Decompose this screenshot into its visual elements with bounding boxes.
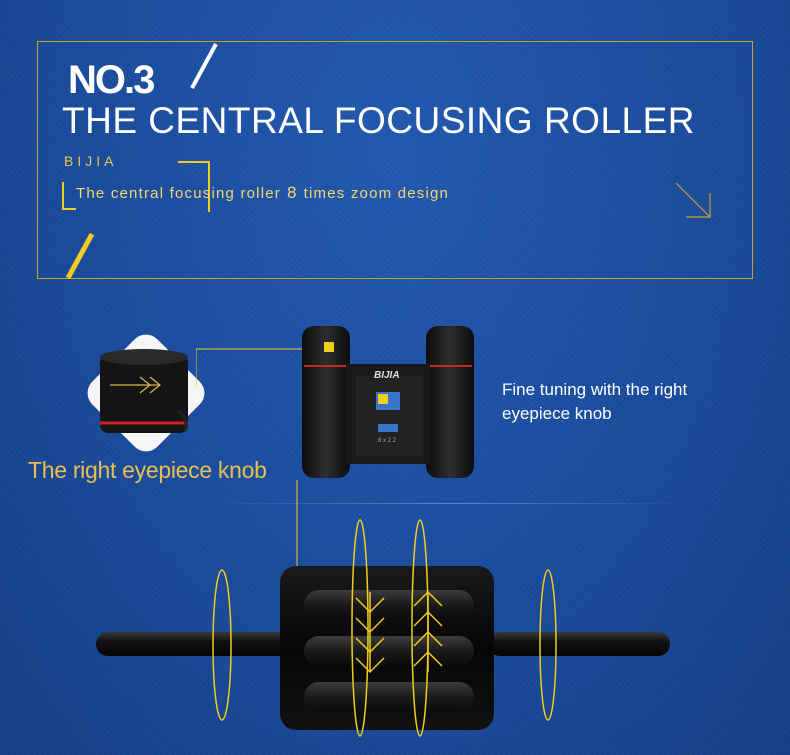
subtitle-part2: times zoom design bbox=[303, 185, 450, 202]
focus-roller-illustration bbox=[96, 480, 670, 737]
arrow-down-right-icon bbox=[675, 182, 711, 218]
knob-label: The right eyepiece knob bbox=[28, 457, 267, 483]
bracket-right bbox=[178, 161, 210, 212]
slash-decoration-top bbox=[190, 43, 218, 89]
binoculars-image: BIJIA 8 x 2 2 bbox=[302, 326, 474, 478]
header-frame bbox=[37, 41, 753, 279]
divider bbox=[210, 503, 690, 504]
subtitle-part1: The central focusing roller bbox=[76, 185, 281, 202]
eyepiece-knob-closeup bbox=[87, 334, 205, 452]
subtitle-number: 8 bbox=[286, 183, 298, 202]
bracket-left bbox=[62, 182, 76, 210]
binocular-brand-text: BIJIA bbox=[374, 370, 400, 381]
brand-label: BIJIA bbox=[64, 153, 118, 169]
section-number: NO.3 bbox=[68, 58, 155, 102]
chevron-up-icon bbox=[413, 590, 443, 672]
slash-decoration-bottom bbox=[65, 232, 95, 280]
chevron-down-icon bbox=[355, 592, 385, 674]
fine-tuning-description: Fine tuning with the right eyepiece knob bbox=[502, 380, 688, 423]
page-title: THE CENTRAL FOCUSING ROLLER bbox=[62, 100, 695, 141]
leader-line bbox=[196, 348, 322, 388]
binocular-spec-text: 8 x 2 2 bbox=[378, 438, 397, 444]
subtitle: The central focusing roller 8 times zoom d… bbox=[76, 183, 449, 203]
